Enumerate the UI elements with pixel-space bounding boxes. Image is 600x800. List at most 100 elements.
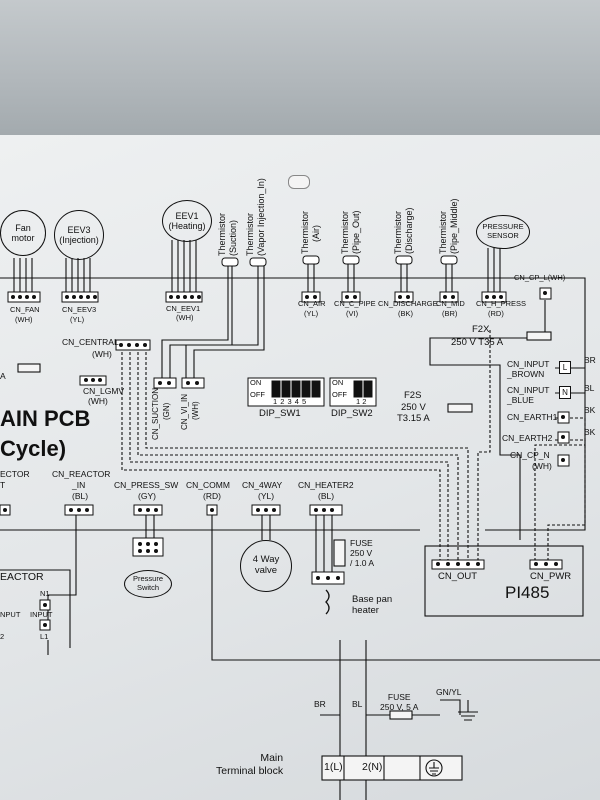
cn-reactor-in-label: CN_REACTOR [52, 469, 111, 479]
eev1-symbol: EEV1 (Heating) [162, 200, 212, 242]
wire-br-label: BR [584, 355, 596, 365]
cn-reactor-in-color: (BL) [72, 491, 89, 501]
dip-sw2-label: DIP_SW2 [331, 408, 373, 419]
cn-pwr-label: CN_PWR [530, 571, 572, 582]
cn-lgmv-label: CN_LGMV [83, 386, 125, 396]
pcb-title-line1: AIN PCB [0, 406, 91, 431]
cn-earth2-label: CN_EARTH2 [502, 433, 553, 443]
left-a-label: A [0, 371, 6, 381]
cn-central-color: (WH) [92, 349, 112, 359]
fuse-heater-label: FUSE 250 V / 1.0 A [350, 538, 375, 569]
terminal-2-label: 2(N) [362, 761, 383, 773]
f2s-rating: 250 V T3.15 A [397, 402, 430, 424]
cn-reactor-out-color: T [0, 480, 6, 490]
cn-fan-color: (WH) [15, 315, 33, 324]
dip-sw1-label: DIP_SW1 [259, 408, 301, 419]
pcb-title-line2: Cycle) [0, 436, 67, 461]
cn-suction-label: CN_SUCTION [151, 387, 160, 440]
cn-out-label: CN_OUT [438, 571, 478, 582]
thermistor-suction-sub: (Suction) [228, 219, 238, 256]
n1-label: N1 [40, 589, 50, 598]
cn-mid-label: CN_MID [436, 299, 465, 308]
cn-vi-in-color: (WH) [191, 401, 200, 420]
thermistor-air-label: Thermistor [300, 210, 310, 254]
eev3-sub: (Injection) [59, 235, 99, 245]
eev3-symbol: EEV3 (Injection) [54, 210, 104, 260]
wire-gnyl-label: GN/YL [436, 687, 462, 697]
thermistor-air-sub: (Air) [311, 225, 321, 242]
cn-input-brown-label: CN_INPUT _BROWN [507, 359, 550, 380]
dip2-on: ON [332, 378, 344, 387]
pressure-switch-symbol: Pressure Switch [124, 570, 172, 598]
fuse-main-label: FUSE 250 V, 5 A [380, 692, 419, 713]
thermistor-vi-label: Thermistor [245, 212, 255, 256]
wire-bl-bottom: BL [352, 699, 363, 709]
cn-comm-color: (RD) [203, 491, 221, 501]
cn-mid-color: (BR) [442, 309, 458, 318]
left-input-label: NPUT [0, 610, 21, 619]
cn-comm-label: CN_COMM [186, 480, 230, 490]
left-2-label: 2 [0, 632, 5, 641]
thermistor-suction-label: Thermistor [217, 212, 227, 256]
cn-reactor-out-label: ECTOR [0, 469, 30, 479]
terminal-N: N [559, 386, 571, 399]
input-label-1: INPUT [30, 610, 53, 619]
f2s-label: F2S [404, 390, 422, 401]
cn-heater2-color: (BL) [318, 491, 335, 501]
cn-c-pipe-color: (VI) [346, 309, 359, 318]
cn-press-sw-color: (GY) [138, 491, 156, 501]
dip1-on: ON [250, 378, 262, 387]
cn-input-blue-label: CN_INPUT _BLUE [507, 385, 550, 406]
cn-discharge-label: CN_DISCHARGE [378, 299, 438, 308]
background-wall [0, 0, 600, 135]
cn-eev3-label: CN_EEV3 [62, 305, 97, 314]
wire-bk-label-1: BK [584, 405, 596, 415]
cn-lgmv-color: (WH) [88, 396, 108, 406]
cn-air-color: (YL) [304, 309, 319, 318]
cn-cp-n-label: CN_CP_N [510, 450, 550, 460]
cn-earth1-label: CN_EARTH1 [507, 412, 558, 422]
eev3-label: EEV3 [67, 224, 91, 235]
thermistor-discharge-label: Thermistor [393, 210, 403, 254]
dip1-nums: 1 2 3 4 5 [273, 397, 307, 406]
thermistor-pipe-out-sub: (Pipe_Out) [351, 210, 361, 254]
cn-reactor-in-label-2: _IN [72, 480, 86, 490]
cn-central-label: CN_CENTRAL [62, 337, 119, 347]
f2x-label: F2X [472, 324, 490, 335]
cn-vi-in-label: CN_VI_IN [180, 393, 189, 430]
cn-h-press-label: CN_H_PRESS [476, 299, 527, 308]
dip2-nums: 1 2 [356, 397, 367, 406]
thermistor-discharge-sub: (Discharge) [404, 207, 414, 254]
wire-br-bottom: BR [314, 699, 326, 709]
thermistor-pipe-out-label: Thermistor [340, 210, 350, 254]
terminal-1-label: 1(L) [324, 761, 343, 773]
four-way-valve-symbol: 4 Way valve [240, 540, 292, 592]
thermistor-mid-sub: (Pipe_Middle) [449, 198, 459, 254]
cn-eev1-label: CN_EEV1 [166, 304, 201, 313]
cn-discharge-color: (BK) [398, 309, 413, 318]
cn-fan-label: CN_FAN [10, 305, 40, 314]
cn-heater2-label: CN_HEATER2 [298, 480, 354, 490]
eev1-sub: (Heating) [168, 221, 206, 231]
screw-hole [288, 175, 310, 189]
cn-cp-n-color: (WH) [532, 461, 552, 471]
wire-bl-label: BL [584, 383, 595, 393]
thermistor-vi-sub: (Vapor Injection_In) [256, 178, 266, 256]
terminal-L: L [559, 361, 571, 374]
thermistor-mid-label: Thermistor [438, 210, 448, 254]
l1-label: L1 [40, 632, 49, 641]
cn-4way-color: (YL) [258, 491, 275, 501]
pressure-sensor-symbol: PRESSURE SENSOR [476, 215, 530, 249]
pi485-label: PI485 [505, 583, 550, 602]
eev1-label: EEV1 [175, 210, 199, 221]
base-pan-heater-label: Base pan heater [352, 594, 393, 617]
cn-eev1-color: (WH) [176, 313, 194, 322]
dip2-off: OFF [332, 390, 347, 399]
wire-bk-label-2: BK [584, 427, 596, 437]
cn-cp-l-label: CN_CP_L(WH) [514, 273, 566, 282]
reactor-label: EACTOR [0, 571, 44, 583]
terminal-block-title: Main Terminal block [216, 752, 284, 778]
f2x-rating: 250 V T35 A [451, 337, 504, 348]
cn-press-sw-label: CN_PRESS_SW [114, 480, 179, 490]
